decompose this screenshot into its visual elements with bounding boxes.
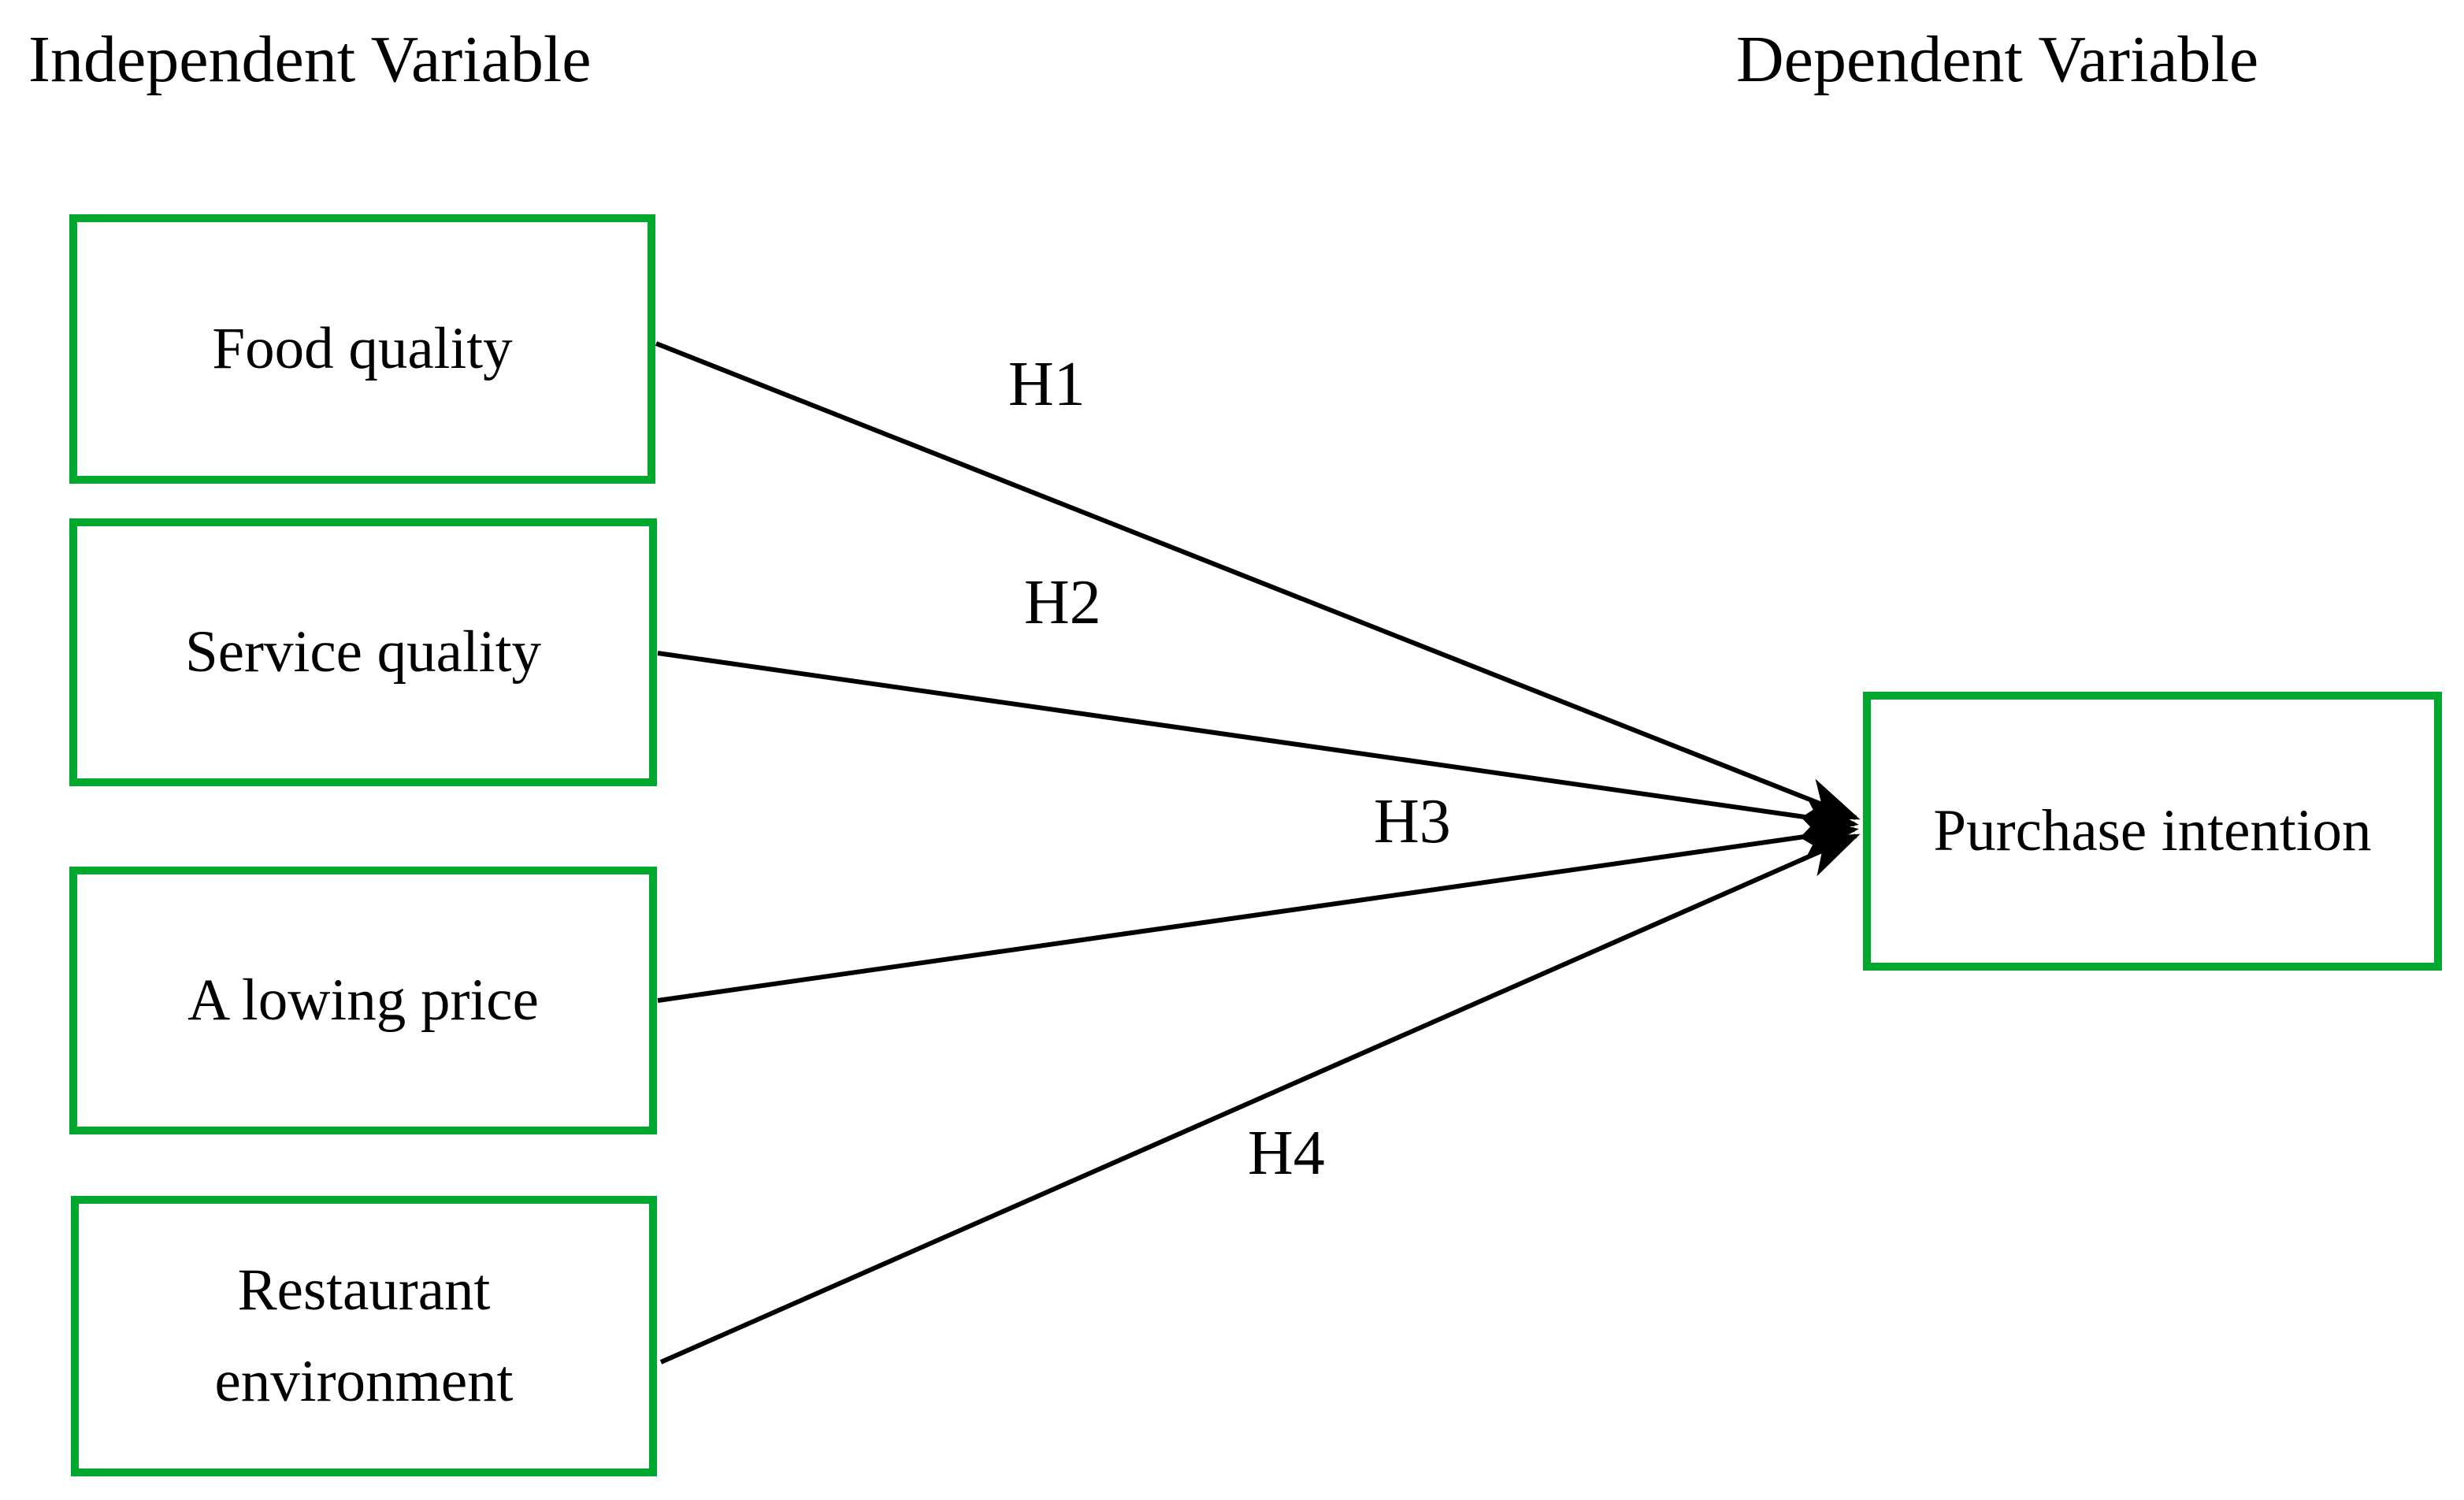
box-purchase-intention-label: Purchase intention [1933, 797, 2372, 863]
h4-arrow [659, 834, 1861, 1364]
hypothesis-label-h1: H1 [1008, 350, 1085, 419]
box-restaurant-environment-label: Restaurant environment [214, 1257, 514, 1414]
box-food-quality-label: Food quality [212, 315, 513, 381]
h3-arrow [657, 815, 1859, 1003]
box-food-quality: Food quality [69, 214, 655, 484]
box-purchase-intention: Purchase intention [1863, 692, 2442, 971]
box-service-quality-label: Service quality [185, 618, 541, 685]
box-restaurant-environment: Restaurant environment [71, 1196, 657, 1476]
hypothesis-label-h3: H3 [1374, 787, 1451, 856]
h2-arrow [657, 651, 1859, 838]
box-a-lowing-price-label: A lowing price [187, 967, 539, 1033]
box-a-lowing-price: A lowing price [69, 867, 657, 1134]
hypothesis-label-h4: H4 [1248, 1119, 1325, 1188]
independent-variable-heading: Independent Variable [28, 23, 592, 96]
dependent-variable-heading: Dependent Variable [1736, 23, 2259, 96]
h1-arrow [655, 341, 1861, 820]
hypothesis-label-h2: H2 [1024, 568, 1101, 637]
box-service-quality: Service quality [69, 518, 657, 786]
